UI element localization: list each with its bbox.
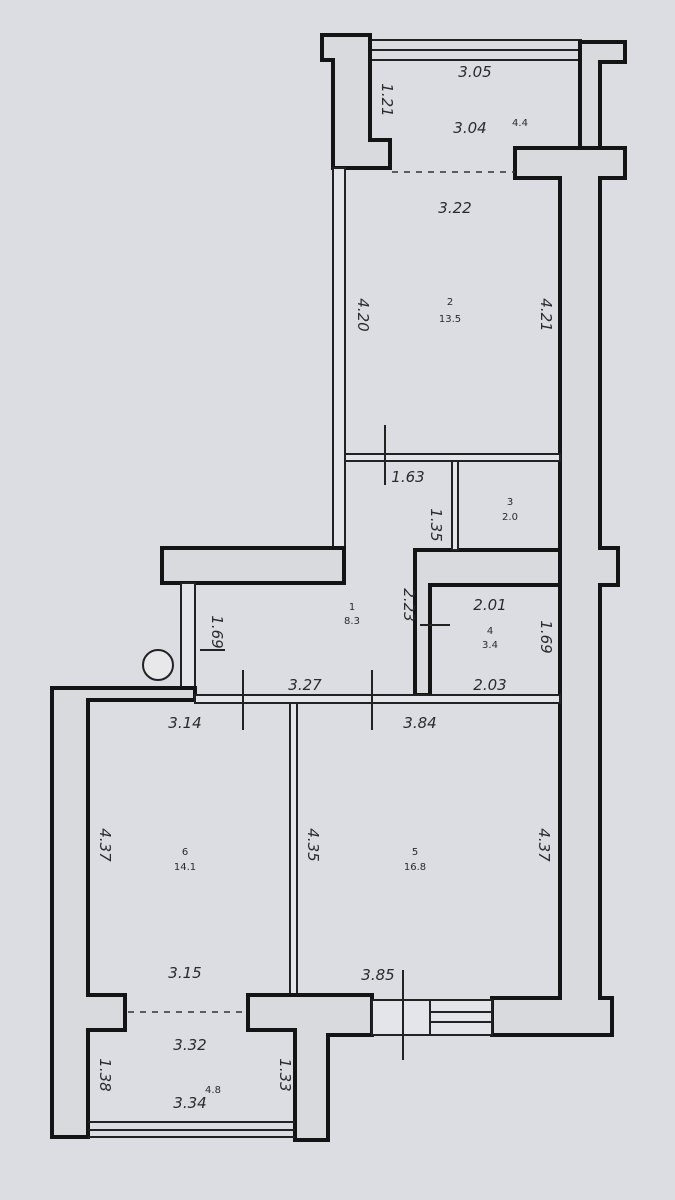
- dim-bath-right: 1.69: [537, 620, 555, 653]
- partition-horizontal: [194, 694, 561, 704]
- dim-room6-bottom: 3.15: [168, 964, 201, 982]
- room5-area: 16.8: [404, 862, 426, 873]
- dim-bottom-balcony-inner: 3.32: [173, 1036, 206, 1054]
- wall-closet-side: [451, 460, 459, 551]
- dim-hall-bottom: 3.27: [288, 676, 322, 694]
- dim-room5-right: 4.37: [535, 828, 553, 862]
- balcony-area-bottom: 4.8: [205, 1085, 221, 1096]
- wall-lower-left: [50, 686, 197, 1139]
- dim-bottom-balcony-right: 1.33: [276, 1058, 294, 1091]
- wall-hall-stub: [180, 582, 196, 689]
- dim-top-balcony-outer: 3.05: [458, 63, 491, 81]
- room3-number: 3: [507, 497, 513, 508]
- partition-vertical: [289, 702, 298, 996]
- riser-pipe: [142, 649, 174, 681]
- wall-bottom-middle: [246, 993, 374, 1142]
- room2-number: 2: [447, 297, 453, 308]
- wall-right-exterior: [490, 146, 627, 1037]
- dim-partition: 4.35: [304, 828, 322, 861]
- wall-middle-left: [160, 546, 346, 585]
- dim-hall-width: 2.23: [400, 588, 418, 621]
- dim-bath-bottom: 2.03: [473, 676, 506, 694]
- dim-room6-top: 3.14: [168, 714, 201, 732]
- dim-room2-right: 4.21: [537, 298, 555, 331]
- bottom-balcony-railing: [88, 1121, 295, 1138]
- dim-top-balcony-depth: 1.21: [378, 83, 396, 116]
- top-balcony-railing: [370, 39, 582, 61]
- room2-area: 13.5: [439, 314, 461, 325]
- room1-area: 8.3: [344, 616, 360, 627]
- dimension-ticks: [200, 425, 450, 1060]
- wall-top-right-post: [578, 40, 627, 150]
- room1-number: 1: [349, 602, 355, 613]
- room6-number: 6: [182, 847, 188, 858]
- room5-number: 5: [412, 847, 418, 858]
- dim-room2-left: 4.20: [354, 298, 372, 331]
- dim-top-balcony-inner: 3.04: [453, 119, 486, 137]
- room3-area: 2.0: [502, 512, 518, 523]
- dim-room5-bottom: 3.85: [361, 966, 394, 984]
- balcony-area-top: 4.4: [512, 118, 528, 129]
- window-bottom: [371, 999, 493, 1036]
- dim-hall-top: 1.63: [391, 468, 424, 486]
- wall-closet-top: [344, 453, 561, 462]
- dim-bath-top: 2.01: [473, 596, 506, 614]
- wall-top-left-balcony: [320, 33, 392, 170]
- dim-bottom-balcony-outer: 3.34: [173, 1094, 206, 1112]
- dim-room2-width: 3.22: [438, 199, 471, 217]
- dim-hall-left: 1.69: [208, 615, 226, 648]
- room4-number: 4: [487, 626, 493, 637]
- dim-room5-top: 3.84: [403, 714, 436, 732]
- wall-upper-left: [332, 167, 346, 551]
- dim-bottom-balcony-left: 1.38: [96, 1058, 114, 1091]
- room6-area: 14.1: [174, 862, 196, 873]
- dim-room6-left: 4.37: [96, 828, 114, 862]
- room4-area: 3.4: [482, 640, 498, 651]
- dim-closet-height: 1.35: [427, 508, 445, 541]
